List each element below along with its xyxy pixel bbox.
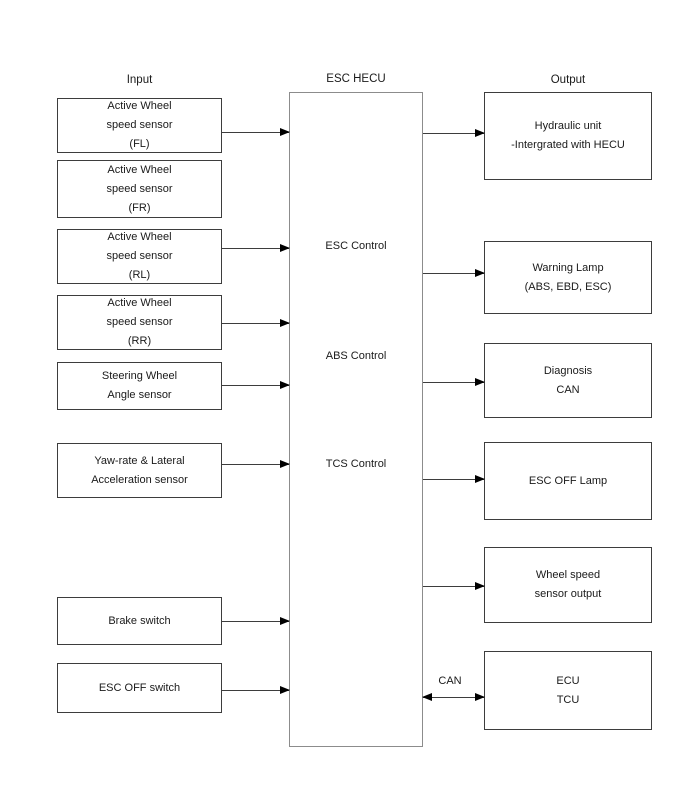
box-text-line: speed sensor	[106, 250, 173, 262]
arrow-hecu-to-hydraulic	[423, 129, 485, 137]
arrow-hecu-to-diagnosis	[423, 378, 485, 386]
box-text-line: Angle sensor	[107, 389, 172, 401]
input-box-esc-off-switch: ESC OFF switch	[57, 663, 222, 713]
output-box-diagnosis-can: Diagnosis CAN	[484, 343, 652, 418]
box-text-line: -Intergrated with HECU	[511, 139, 625, 151]
output-box-esc-off-lamp: ESC OFF Lamp	[484, 442, 652, 520]
box-text-line: Wheel speed	[535, 569, 601, 581]
input-box-wheel-speed-rr: Active Wheel speed sensor (RR)	[57, 295, 222, 350]
box-text-line: (RL)	[128, 269, 151, 281]
hecu-label-esc-control: ESC Control	[325, 240, 387, 252]
input-box-wheel-speed-fr: Active Wheel speed sensor (FR)	[57, 160, 222, 218]
box-text-line: Active Wheel	[107, 231, 172, 243]
input-box-steering-angle: Steering Wheel Angle sensor	[57, 362, 222, 410]
arrow-brake-to-hecu	[222, 617, 290, 625]
box-text-line: ESC OFF Lamp	[528, 474, 608, 487]
hecu-block: ESC Control ABS Control TCS Control	[289, 92, 423, 747]
box-text-line: ESC OFF switch	[98, 681, 181, 694]
box-text-line: TCU	[556, 693, 580, 706]
hecu-label-tcs-control: TCS Control	[325, 458, 387, 470]
box-text-line: (ABS, EBD, ESC)	[524, 280, 612, 293]
box-text-line: (FL)	[129, 138, 150, 150]
hecu-label-abs-control: ABS Control	[325, 350, 387, 362]
output-column-header: Output	[550, 74, 586, 86]
box-text-line: (FR)	[128, 201, 151, 214]
hecu-column-header: ESC HECU	[326, 73, 386, 85]
box-text-line: Active Wheel	[107, 297, 172, 309]
arrow-yaw-to-hecu	[222, 460, 290, 468]
box-text-line: speed sensor	[106, 182, 173, 195]
box-text-line: Warning Lamp	[532, 261, 604, 274]
arrow-hecu-to-wheelspeed	[423, 582, 485, 590]
output-box-warning-lamp: Warning Lamp (ABS, EBD, ESC)	[484, 241, 652, 314]
box-text-line: Active Wheel	[107, 163, 172, 176]
arrow-hecu-ecu-can-bidirectional	[422, 693, 485, 701]
arrow-hecu-to-warning	[423, 269, 485, 277]
box-text-line: Hydraulic unit	[534, 120, 602, 132]
input-box-wheel-speed-rl: Active Wheel speed sensor (RL)	[57, 229, 222, 284]
box-text-line: CAN	[556, 383, 580, 396]
box-text-line: Brake switch	[108, 614, 171, 627]
box-text-line: Acceleration sensor	[91, 473, 188, 486]
output-box-wheel-speed-output: Wheel speed sensor output	[484, 547, 652, 623]
arrow-fl-to-hecu	[222, 128, 290, 136]
box-text-line: Diagnosis	[543, 364, 593, 377]
arrow-rl-to-hecu	[222, 244, 290, 252]
arrow-escoff-to-hecu	[222, 686, 290, 694]
box-text-line: speed sensor	[106, 119, 173, 131]
can-bus-label: CAN	[438, 675, 462, 687]
arrow-hecu-to-escofflamp	[423, 475, 485, 483]
arrow-steering-to-hecu	[222, 381, 290, 389]
box-text-line: ECU	[556, 674, 580, 687]
input-column-header: Input	[126, 74, 153, 86]
box-text-line: (RR)	[127, 335, 152, 347]
input-box-yaw-rate: Yaw-rate & Lateral Acceleration sensor	[57, 443, 222, 498]
box-text-line: Yaw-rate & Lateral	[94, 454, 185, 467]
box-text-line: Active Wheel	[107, 100, 172, 112]
box-text-line: Steering Wheel	[101, 370, 178, 382]
box-text-line: speed sensor	[106, 316, 173, 328]
input-box-brake-switch: Brake switch	[57, 597, 222, 645]
output-box-ecu-tcu: ECU TCU	[484, 651, 652, 730]
input-box-wheel-speed-fl: Active Wheel speed sensor (FL)	[57, 98, 222, 153]
arrow-rr-to-hecu	[222, 319, 290, 327]
output-box-hydraulic-unit: Hydraulic unit -Intergrated with HECU	[484, 92, 652, 180]
box-text-line: sensor output	[534, 588, 602, 600]
